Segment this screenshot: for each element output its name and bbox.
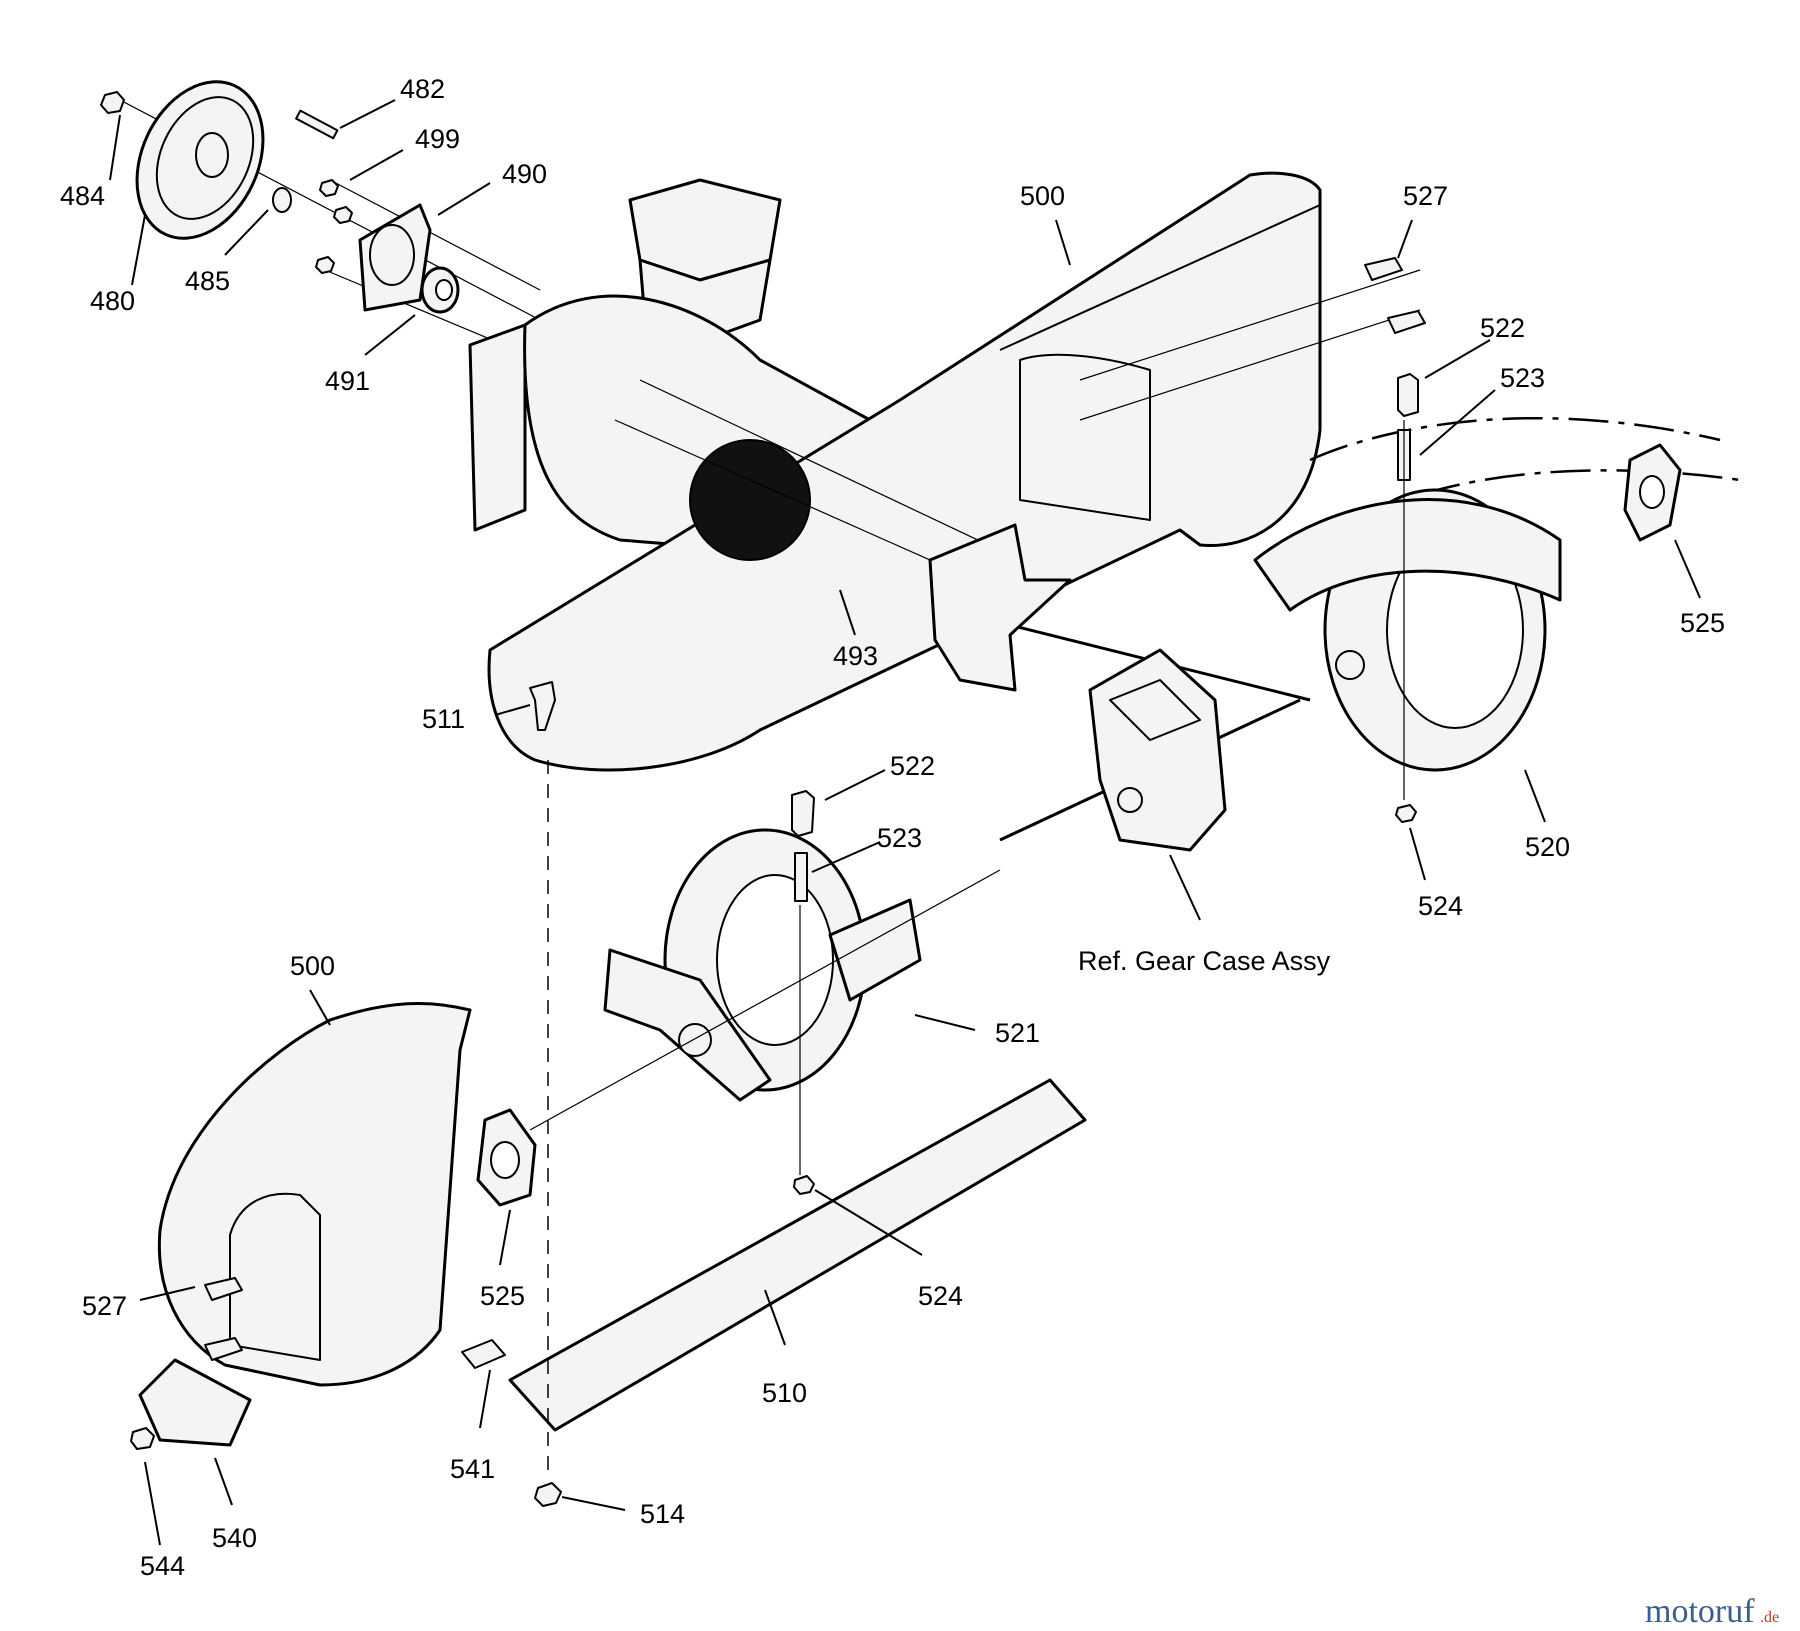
callouts: 484 480 482 499 490 485 491 500 527 522 … <box>60 74 1725 1581</box>
side-plate-left <box>468 323 527 532</box>
watermark: motoruf .de <box>1645 1593 1779 1630</box>
skid-shoe-540 <box>138 1358 252 1447</box>
callout-484: 484 <box>60 181 105 211</box>
callout-524-upper: 524 <box>1418 891 1463 921</box>
bolt-522-left <box>791 790 815 837</box>
callout-493: 493 <box>833 641 878 671</box>
bolt-527-right-a <box>1364 257 1403 281</box>
carriage-bolt-541 <box>461 1339 506 1369</box>
auger-phantom-outline <box>1309 416 1721 462</box>
callout-521: 521 <box>995 1018 1040 1048</box>
callout-480: 480 <box>90 286 135 316</box>
callout-500-lower: 500 <box>290 951 335 981</box>
gear-case <box>1088 648 1227 852</box>
ref-gear-case-label: Ref. Gear Case Assy <box>1078 946 1331 976</box>
callout-527-upper: 527 <box>1403 181 1448 211</box>
belt-cover-500-lower <box>130 1001 562 1507</box>
nut-524-right <box>1395 804 1417 823</box>
callout-520: 520 <box>1525 832 1570 862</box>
watermark-tld: .de <box>1760 1609 1779 1626</box>
callout-511: 511 <box>422 704 465 734</box>
callout-499: 499 <box>415 124 460 154</box>
callout-491: 491 <box>325 366 370 396</box>
hex-nut-544 <box>130 1427 155 1450</box>
housing-opening <box>689 439 811 561</box>
nut-524-left <box>793 1175 815 1195</box>
bolt-499a <box>319 179 339 197</box>
bolt-527-left-a <box>204 1277 243 1301</box>
callout-524-lower: 524 <box>918 1281 963 1311</box>
hex-nut-514 <box>534 1482 562 1507</box>
callout-525-lower: 525 <box>480 1281 525 1311</box>
watermark-text: motoruf <box>1645 1593 1755 1630</box>
callout-500-upper: 500 <box>1020 181 1065 211</box>
callout-485: 485 <box>185 266 230 296</box>
bolt-499c <box>315 256 335 274</box>
callout-523-lower: 523 <box>877 823 922 853</box>
scraper-bar-510 <box>508 1078 1087 1432</box>
bolt-499b <box>333 206 353 224</box>
callout-482: 482 <box>400 74 445 104</box>
callout-527-lower: 527 <box>82 1291 127 1321</box>
auger-right-520 <box>1253 257 1682 823</box>
hex-nut-484 <box>100 91 125 114</box>
carriage-bolt-511 <box>529 681 556 731</box>
callout-514: 514 <box>640 1499 685 1529</box>
bolt-522-right <box>1397 373 1419 417</box>
callout-522-upper: 522 <box>1480 313 1525 343</box>
bolt-527-right-b <box>1387 310 1426 334</box>
callout-510: 510 <box>762 1378 807 1408</box>
spacer-523-left <box>794 852 808 902</box>
impeller <box>928 523 1072 692</box>
leader-lines <box>109 99 1701 1546</box>
key-482 <box>295 109 339 140</box>
auger-left-521 <box>529 790 1001 1195</box>
pulley-group <box>100 80 541 361</box>
callout-490: 490 <box>502 159 547 189</box>
auger-housing-upper <box>468 171 1421 842</box>
washer-485 <box>272 187 292 213</box>
bolt-527-left-b <box>204 1337 243 1361</box>
callout-544: 544 <box>140 1551 185 1581</box>
callout-525-upper: 525 <box>1680 608 1725 638</box>
callout-541: 541 <box>450 1454 495 1484</box>
callout-540: 540 <box>212 1523 257 1553</box>
callout-523-upper: 523 <box>1500 363 1545 393</box>
callout-522-lower: 522 <box>890 751 935 781</box>
